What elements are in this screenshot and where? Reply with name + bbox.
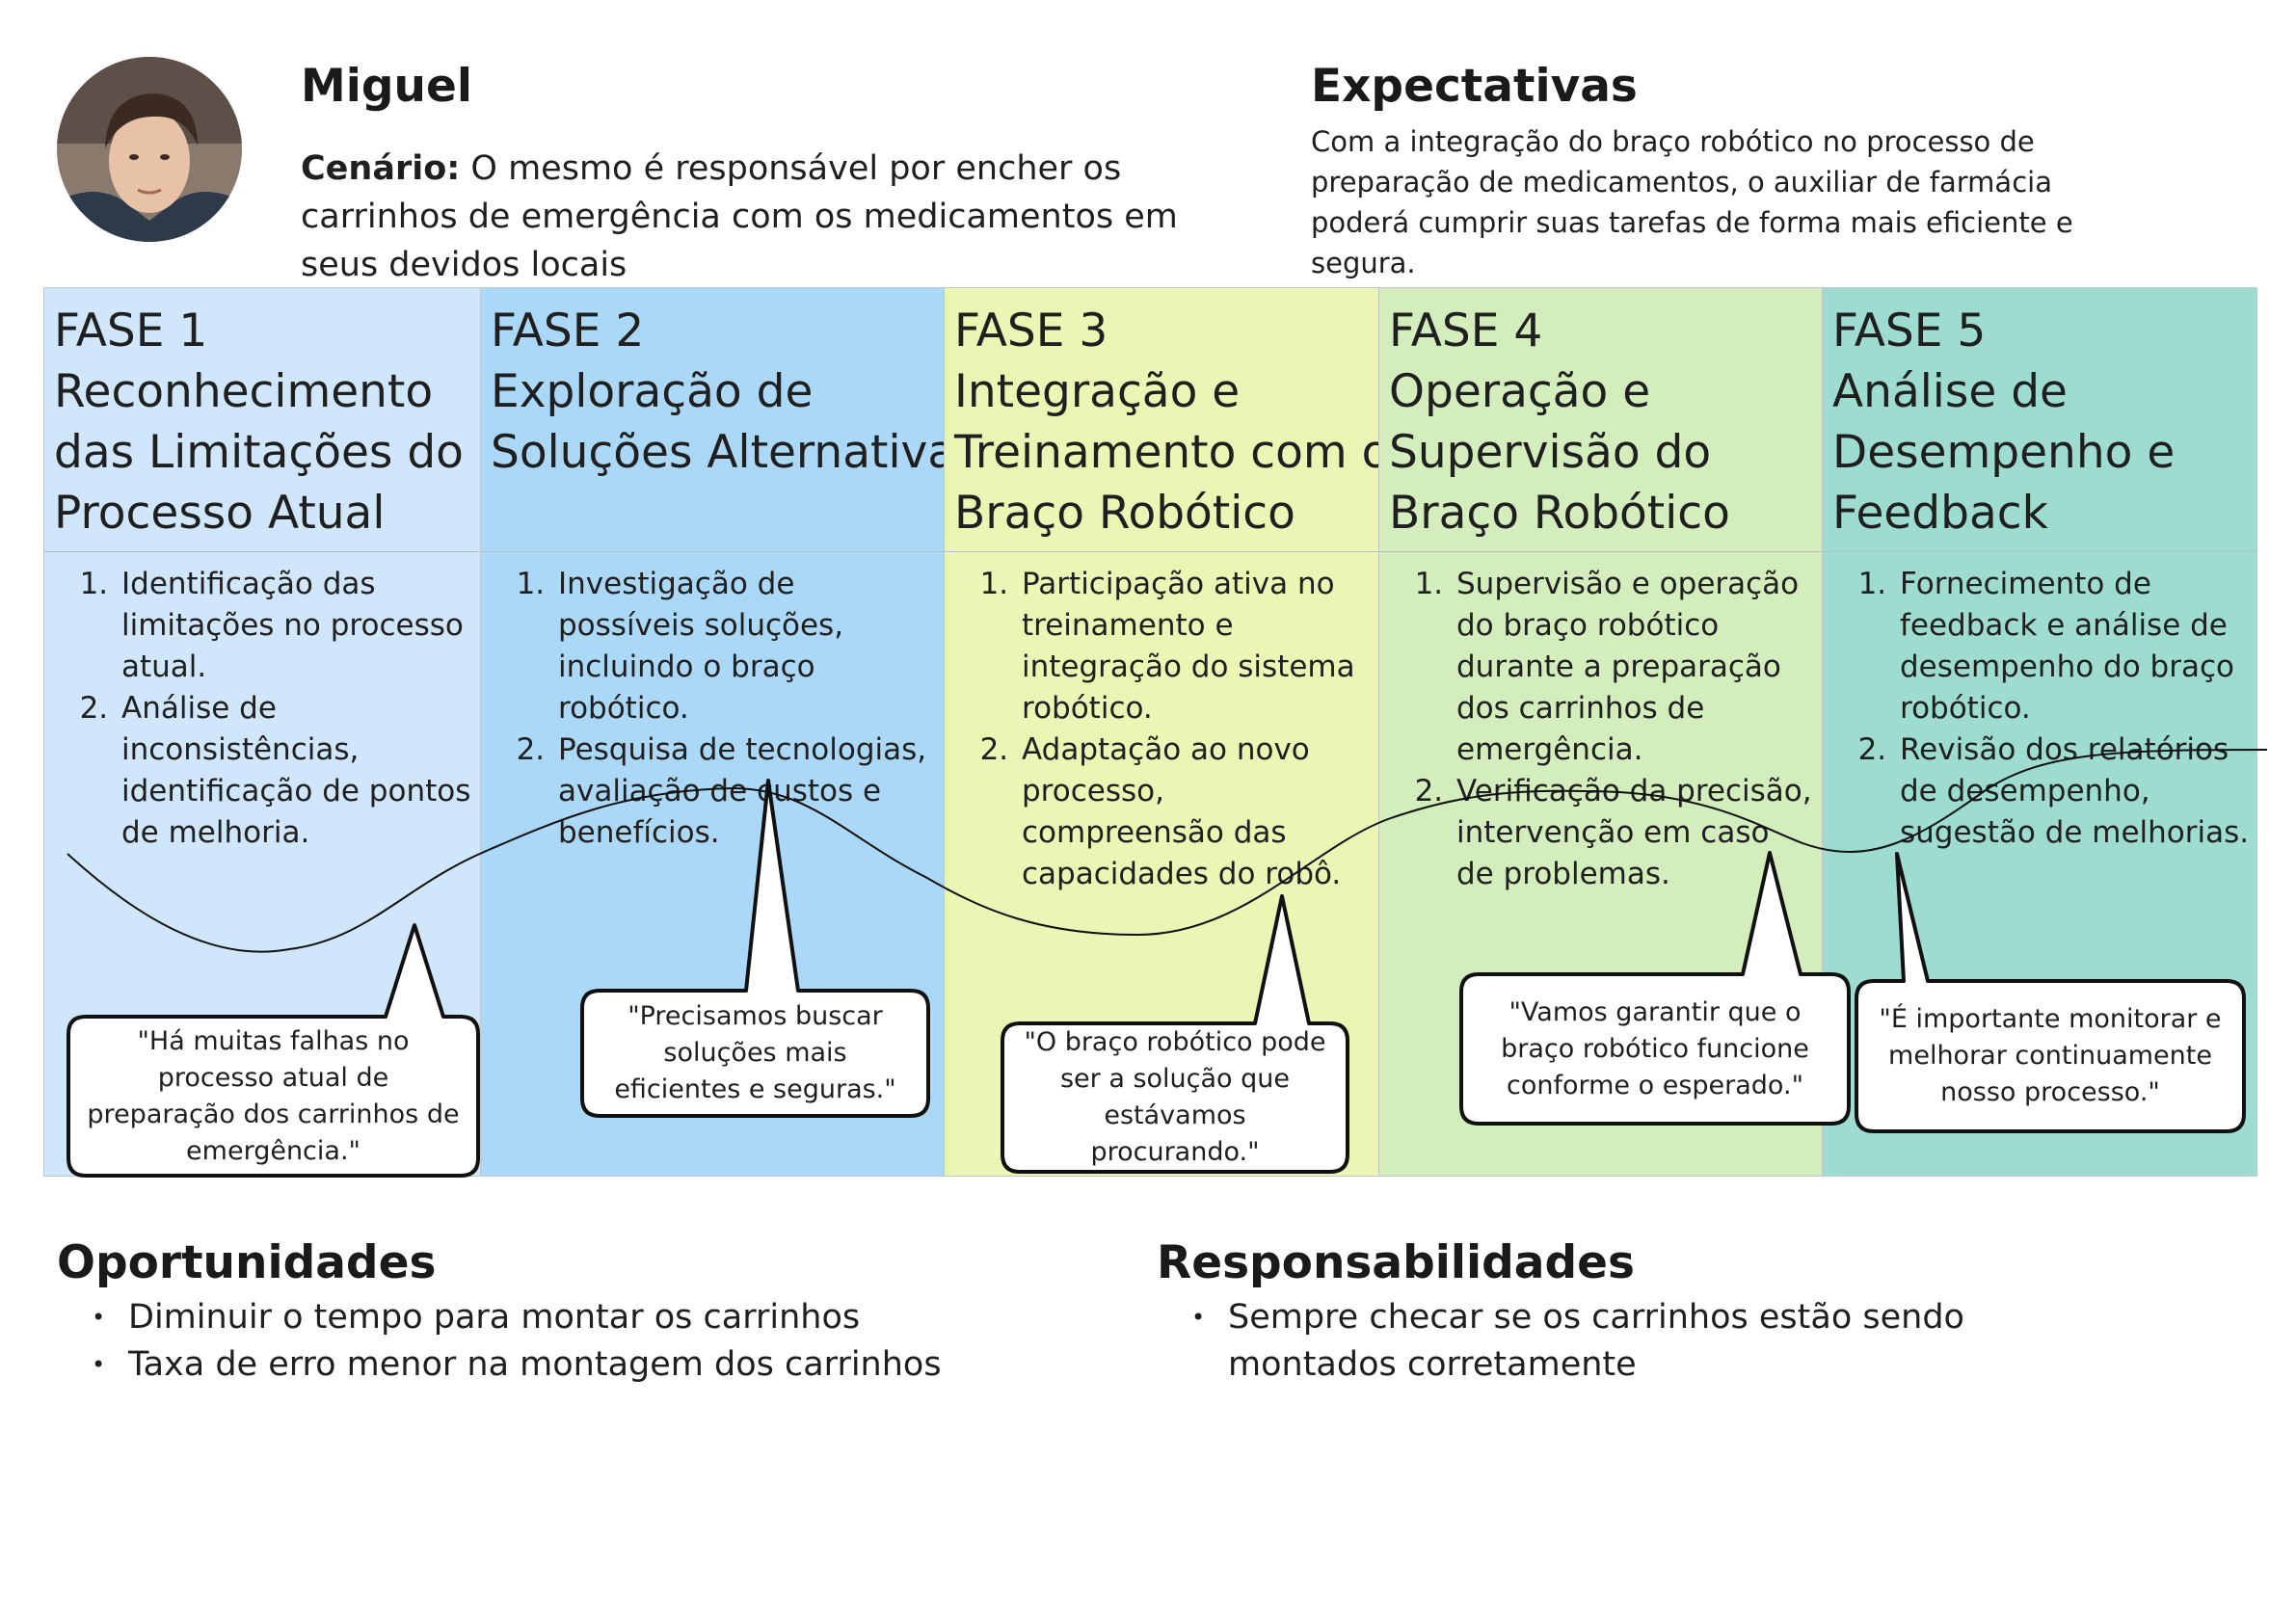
phase-5-title-line: Análise de [1832,365,2068,418]
phase-1-steps: Identificação das limitações no processo… [44,552,480,854]
responsibilities-title: Responsabilidades [1157,1236,1635,1289]
phase-5-title-line: Desempenho e [1832,426,2176,479]
quote-1-text: "Há muitas falhas no processo atual de p… [87,1025,460,1166]
phase-step: Pesquisa de tecnologias, avaliação de cu… [554,729,938,854]
phase-2-title-line: Soluções Alternativas [491,426,979,479]
opportunities-list: Diminuir o tempo para montar os carrinho… [57,1294,1117,1389]
phase-5-title-line: Feedback [1832,487,2048,540]
phase-4-title-line: Supervisão do [1389,426,1712,479]
phase-3-title-line: Treinamento com o [954,426,1390,479]
phase-step: Participação ativa no treinamento e inte… [1018,564,1373,729]
phase-step: Investigação de possíveis soluções, incl… [554,564,938,729]
phase-2-header: FASE 2 Exploração de Soluções Alternativ… [481,287,979,552]
phase-1-title-line: Processo Atual [54,487,386,540]
quote-4-text: "Vamos garantir que o braço robótico fun… [1501,996,1809,1100]
quote-3-text: "O braço robótico pode ser a solução que… [1024,1027,1326,1167]
avatar-image [57,57,242,242]
phase-step: Identificação das limitações no processo… [118,564,474,688]
persona-avatar [57,57,242,242]
opportunity-item: Taxa de erro menor na montagem dos carri… [57,1341,1117,1389]
phase-3-label: FASE 3 [954,305,1108,358]
quote-5-text: "É importante monitorar e melhorar conti… [1879,1004,2222,1107]
phase-4-header: FASE 4 Operação e Supervisão do Braço Ro… [1379,287,1822,552]
phase-4-title-line: Braço Robótico [1389,487,1730,540]
phase-5-steps: Fornecimento de feedback e análise de de… [1823,552,2257,854]
phase-1-title-line: Reconhecimento [54,365,434,418]
phase-4-steps: Supervisão e operação do braço robótico … [1379,552,1822,895]
phase-2-steps: Investigação de possíveis soluções, incl… [481,552,944,854]
phase-5-label: FASE 5 [1832,305,1987,358]
phase-2-label: FASE 2 [491,305,645,358]
phase-2-title-line: Exploração de [491,365,814,418]
persona-scenario: Cenário: O mesmo é responsável por enche… [301,145,1216,289]
scenario-text: O mesmo é responsável por encher os carr… [301,149,1178,284]
phase-step: Supervisão e operação do braço robótico … [1453,564,1816,771]
phase-step: Análise de inconsistências, identificaçã… [118,688,474,854]
phase-3-title-line: Integração e [954,365,1241,418]
phase-5-header: FASE 5 Análise de Desempenho e Feedback [1823,287,2257,552]
phase-1-title-line: das Limitações do [54,426,464,479]
expectations-text: Com a integração do braço robótico no pr… [1311,125,2073,279]
opportunity-item: Diminuir o tempo para montar os carrinho… [57,1294,1117,1341]
phase-1-header: FASE 1 Reconhecimento das Limitações do … [44,287,480,552]
phase-step: Fornecimento de feedback e análise de de… [1896,564,2252,729]
scenario-label: Cenário: [301,149,461,188]
phase-step: Adaptação ao novo processo, compreensão … [1018,729,1373,895]
phase-3-title-line: Braço Robótico [954,487,1295,540]
phase-1-label: FASE 1 [54,305,208,358]
persona-name: Miguel [301,60,472,113]
opportunities-title: Oportunidades [57,1236,437,1289]
responsibilities-list: Sempre checar se os carrinhos estão send… [1157,1294,2121,1389]
phase-4-title-line: Operação e [1389,365,1651,418]
responsibility-item: Sempre checar se os carrinhos estão send… [1157,1294,2121,1389]
quote-2-text: "Precisamos buscar soluções mais eficien… [614,1001,896,1104]
phase-step: Revisão dos relatórios de desempenho, su… [1896,729,2252,854]
phase-3-steps: Participação ativa no treinamento e inte… [945,552,1378,895]
phase-step: Verificação da precisão, intervenção em … [1453,771,1816,895]
phase-4-label: FASE 4 [1389,305,1543,358]
expectations-title: Expectativas [1311,60,1638,113]
phase-3-header: FASE 3 Integração e Treinamento com o Br… [945,287,1390,552]
